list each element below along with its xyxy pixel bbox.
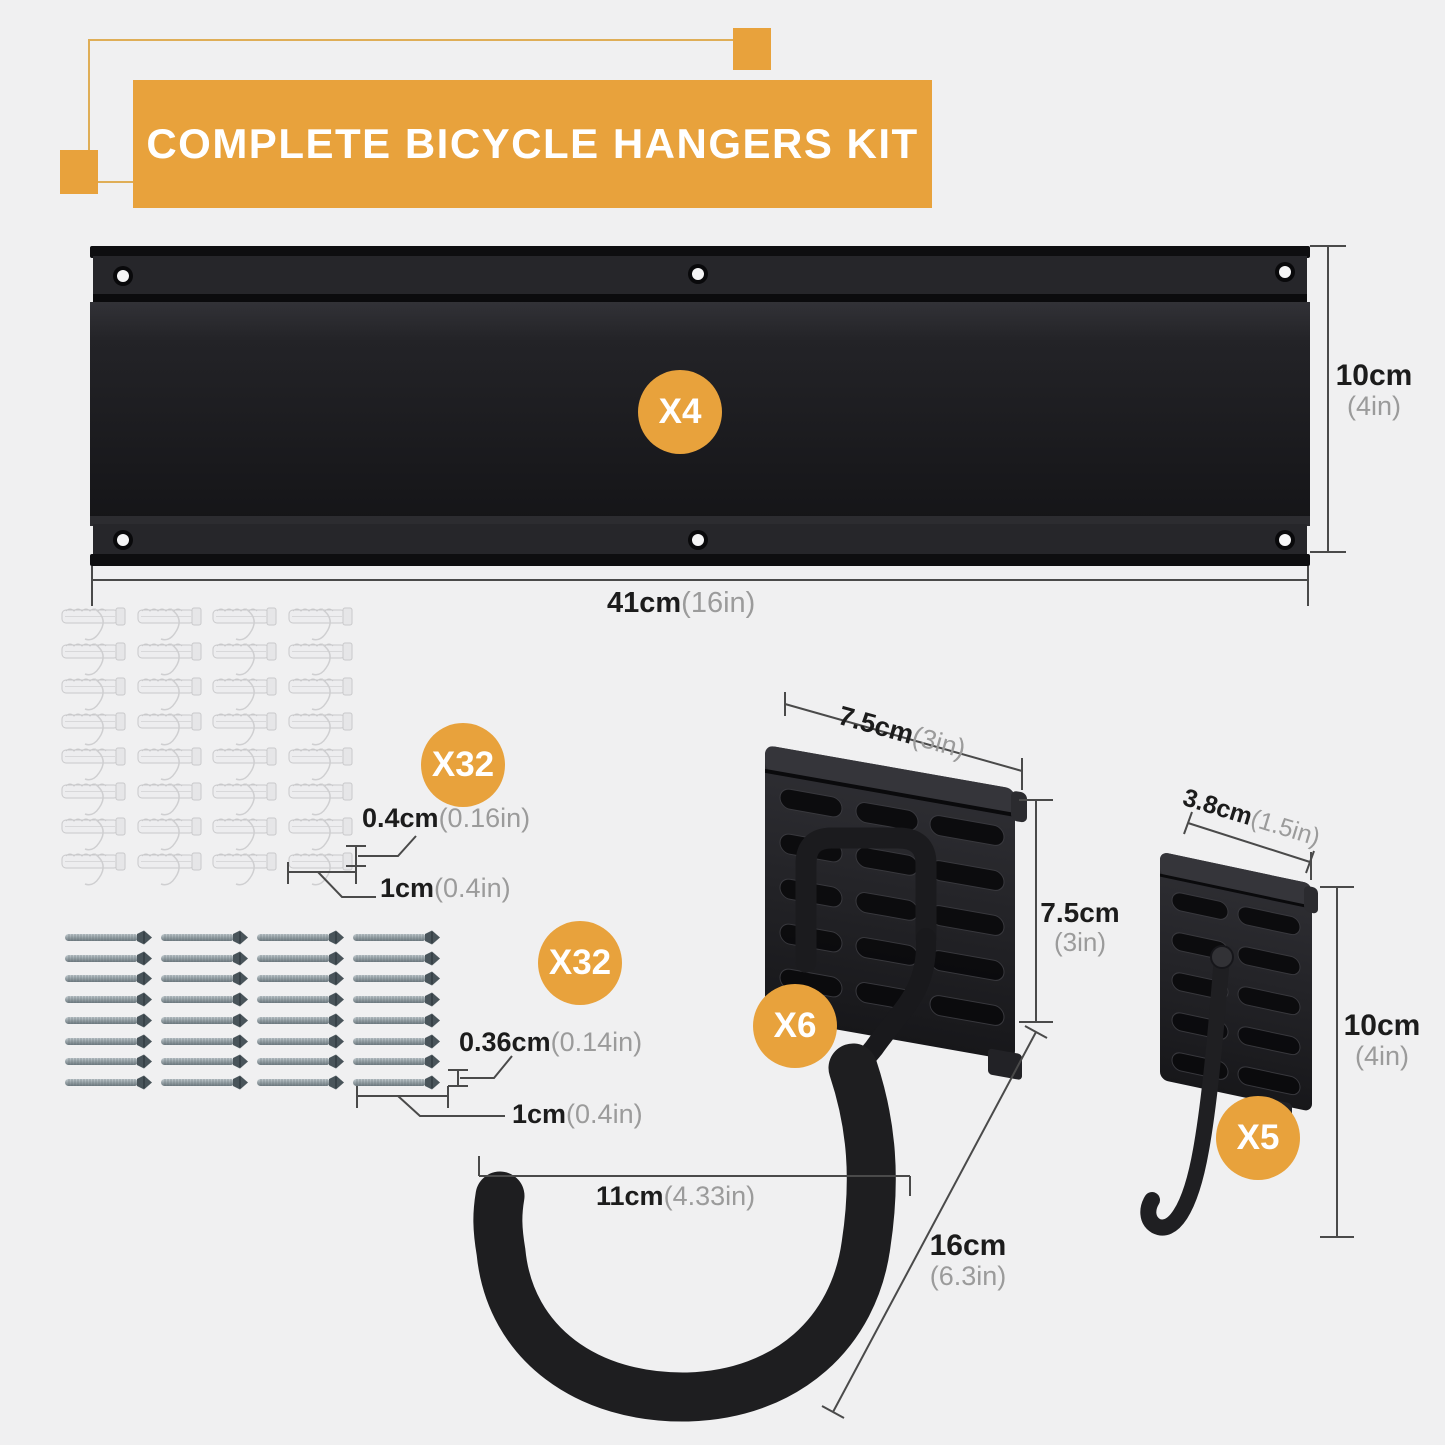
quantity-badge-anchors: X32 xyxy=(421,723,505,807)
screw xyxy=(160,1074,249,1091)
wall-anchor xyxy=(137,747,202,781)
quantity-badge-large-hook: X6 xyxy=(753,984,837,1068)
wall-anchor xyxy=(212,817,277,851)
title-decor-line-left xyxy=(88,39,90,173)
wall-anchor xyxy=(288,782,353,816)
wall-anchor xyxy=(288,607,353,641)
large-hook-bracket xyxy=(795,827,937,973)
screw xyxy=(160,970,249,987)
large-hook-image xyxy=(473,746,1027,1422)
title-banner: COMPLETE BICYCLE HANGERS KIT xyxy=(133,80,932,208)
wall-anchor xyxy=(212,782,277,816)
screw xyxy=(64,950,153,967)
screw xyxy=(160,1053,249,1070)
screw xyxy=(256,950,345,967)
dimension-lines xyxy=(91,245,1354,1419)
screw-length-label: 1cm(0.4in) xyxy=(512,1099,643,1129)
screw xyxy=(352,1074,441,1091)
screw xyxy=(256,929,345,946)
screw xyxy=(160,1012,249,1029)
wall-anchor xyxy=(137,677,202,711)
screw xyxy=(160,950,249,967)
screw xyxy=(352,950,441,967)
wall-anchor xyxy=(212,747,277,781)
wall-anchor xyxy=(61,782,126,816)
screw xyxy=(352,1033,441,1050)
wall-anchor xyxy=(137,782,202,816)
screw xyxy=(160,929,249,946)
title-decor-square-bottom xyxy=(60,150,98,194)
page-title: COMPLETE BICYCLE HANGERS KIT xyxy=(146,120,919,167)
rail-width-label: 41cm(16in) xyxy=(607,587,756,619)
screw xyxy=(256,970,345,987)
title-decor-line-connector xyxy=(98,181,134,183)
screw-diameter-label: 0.36cm(0.14in) xyxy=(459,1027,643,1057)
wall-anchor xyxy=(212,677,277,711)
wall-anchor xyxy=(137,852,202,886)
screw xyxy=(64,1074,153,1091)
rail-height-label: 10cm(4in) xyxy=(1335,359,1413,422)
wall-anchor xyxy=(61,607,126,641)
large-hook-opening-label: 11cm(4.33in) xyxy=(596,1181,756,1211)
wall-anchor xyxy=(61,852,126,886)
large-hook-foam xyxy=(473,1043,896,1422)
screw xyxy=(256,1074,345,1091)
wall-anchor xyxy=(61,712,126,746)
large-hook-total-height-label: 16cm(6.3in) xyxy=(929,1229,1007,1292)
small-hook-height-label: 10cm(4in) xyxy=(1343,1009,1421,1072)
quantity-badge-rail: X4 xyxy=(638,370,722,454)
screw xyxy=(64,970,153,987)
title-decor-line-top xyxy=(88,39,734,41)
screw xyxy=(352,970,441,987)
quantity-badge-small-hook: X5 xyxy=(1216,1096,1300,1180)
anchor-length-label: 1cm(0.4in) xyxy=(380,873,511,903)
large-hook-height-label: 7.5cm(3in) xyxy=(1040,897,1120,958)
anchor-diameter-label: 0.4cm(0.16in) xyxy=(362,803,531,833)
wall-anchor xyxy=(137,817,202,851)
wall-anchor xyxy=(288,852,353,886)
small-hook-rod xyxy=(1140,949,1230,1236)
screw xyxy=(160,1033,249,1050)
wall-anchor xyxy=(137,712,202,746)
wall-anchor xyxy=(61,747,126,781)
screw xyxy=(64,991,153,1008)
screw xyxy=(352,929,441,946)
wall-anchor xyxy=(288,747,353,781)
wall-anchor xyxy=(212,642,277,676)
wall-anchors-group xyxy=(61,607,353,886)
screw xyxy=(352,1012,441,1029)
screws-group xyxy=(64,929,441,1091)
screw xyxy=(256,1033,345,1050)
wall-anchor xyxy=(212,712,277,746)
wall-anchor xyxy=(137,642,202,676)
wall-anchor xyxy=(288,677,353,711)
small-hook-image xyxy=(1140,853,1318,1236)
title-decor-square-top xyxy=(733,28,771,70)
wall-anchor xyxy=(61,677,126,711)
wall-anchor xyxy=(212,607,277,641)
screw xyxy=(64,929,153,946)
wall-anchor xyxy=(288,712,353,746)
screw xyxy=(256,991,345,1008)
screw xyxy=(64,1033,153,1050)
wall-anchor xyxy=(212,852,277,886)
screw xyxy=(256,1053,345,1070)
rail-screw-holes xyxy=(113,262,1295,550)
screw xyxy=(160,991,249,1008)
screw xyxy=(256,1012,345,1029)
quantity-badge-screws: X32 xyxy=(538,921,622,1005)
screw xyxy=(352,991,441,1008)
wall-anchor xyxy=(137,607,202,641)
wall-anchor xyxy=(288,817,353,851)
screw xyxy=(352,1053,441,1070)
wall-anchor xyxy=(288,642,353,676)
wall-anchor xyxy=(61,817,126,851)
screw xyxy=(64,1012,153,1029)
screw xyxy=(64,1053,153,1070)
wall-anchor xyxy=(61,642,126,676)
